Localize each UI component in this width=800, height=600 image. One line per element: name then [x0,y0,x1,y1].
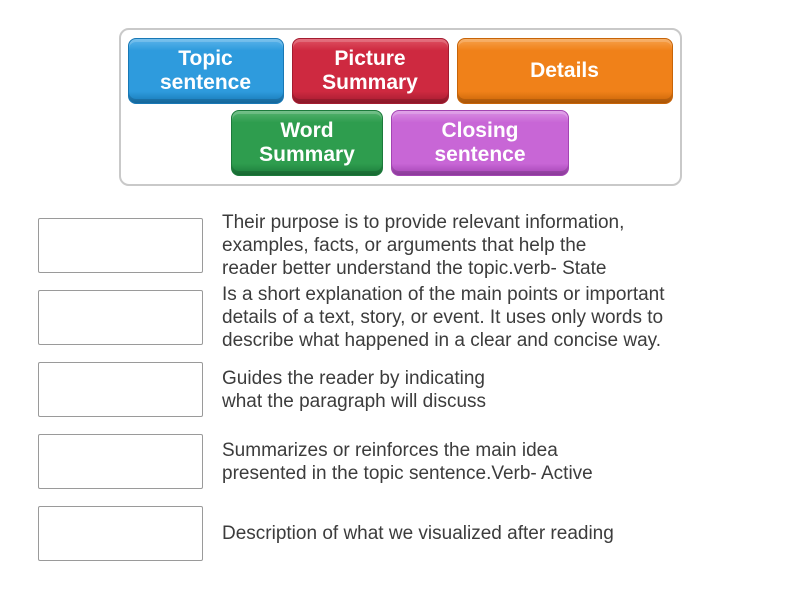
tile-label: Picture Summary [322,46,418,94]
drop-slot-3[interactable] [38,362,203,417]
drop-slot-5[interactable] [38,506,203,561]
clue-text: Is a short explanation of the main point… [222,284,665,351]
match-rows: Their purpose is to provide relevant inf… [38,212,800,561]
clue-text: Guides the reader by indicating what the… [222,367,487,412]
tray-row-top: Topic sentence Picture Summary Details [121,38,680,104]
match-row: Description of what we visualized after … [38,506,800,561]
tile-word-summary[interactable]: Word Summary [231,110,383,176]
clue-text: Description of what we visualized after … [222,523,614,544]
clue-text: Their purpose is to provide relevant inf… [222,212,625,279]
match-row: Is a short explanation of the main point… [38,284,800,351]
tile-label: Closing sentence [434,118,526,166]
tile-topic-sentence[interactable]: Topic sentence [127,38,284,104]
drop-slot-1[interactable] [38,218,203,273]
tray-row-bottom: Word Summary Closing sentence [121,110,680,176]
tile-details[interactable]: Details [456,38,673,104]
tile-closing-sentence[interactable]: Closing sentence [391,110,569,176]
match-row: Guides the reader by indicating what the… [38,362,800,417]
match-row: Summarizes or reinforces the main idea p… [38,434,800,489]
tile-picture-summary[interactable]: Picture Summary [291,38,449,104]
answer-tray: Topic sentence Picture Summary Details W… [118,28,682,186]
drop-slot-2[interactable] [38,290,203,345]
tile-label: Word Summary [259,118,355,166]
tile-label: Topic sentence [159,46,252,94]
match-row: Their purpose is to provide relevant inf… [38,212,800,279]
tile-label: Details [530,58,599,82]
clue-text: Summarizes or reinforces the main idea p… [222,439,593,484]
drop-slot-4[interactable] [38,434,203,489]
